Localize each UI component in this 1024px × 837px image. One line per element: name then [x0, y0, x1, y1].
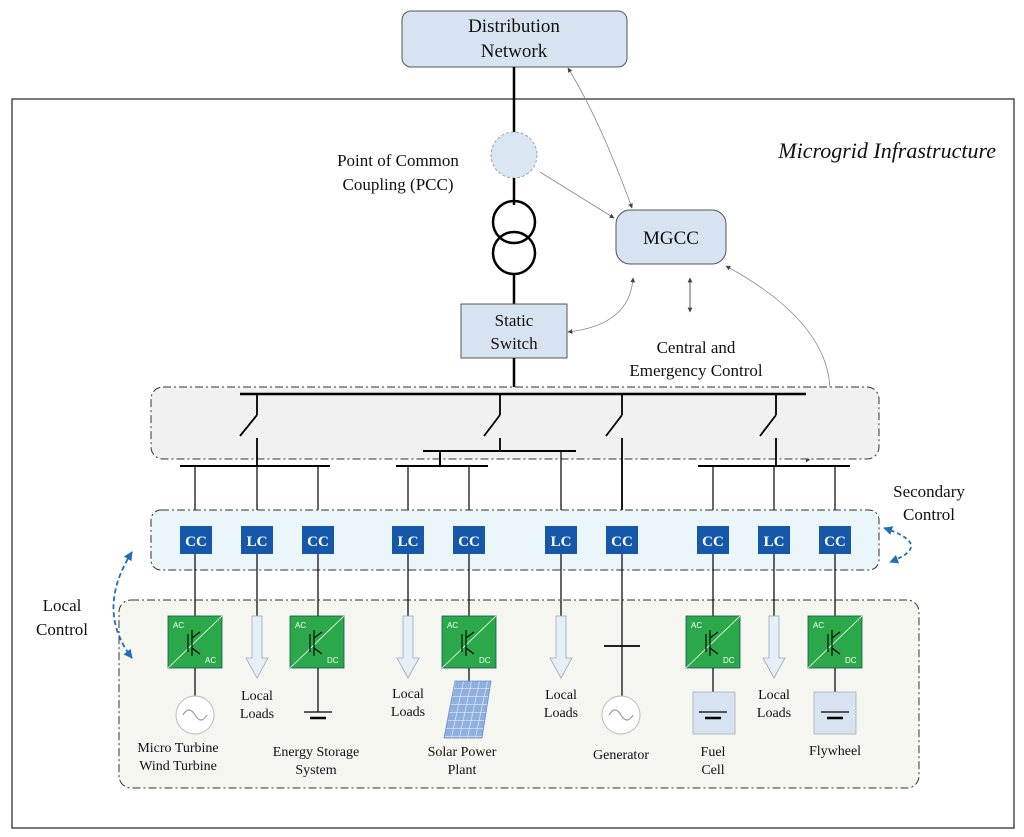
- mgcc-box: MGCC: [615, 209, 727, 265]
- svg-text:DC: DC: [479, 656, 491, 665]
- svg-text:LC: LC: [398, 534, 419, 550]
- svg-text:CC: CC: [702, 534, 724, 550]
- local-control-label-1: Local: [43, 596, 82, 615]
- energy-storage-label-2: System: [295, 763, 336, 778]
- controller-boxes: CC LC CC LC CC LC CC CC LC CC: [180, 526, 851, 554]
- local-loads-label: Loads: [391, 705, 425, 720]
- battery-icon: [304, 711, 332, 720]
- local-loads-label: Local: [392, 687, 424, 702]
- secondary-loop-arrow: [883, 526, 912, 564]
- svg-text:AC: AC: [813, 621, 824, 630]
- central-control-label-2: Emergency Control: [629, 361, 763, 380]
- controller-box: CC: [453, 526, 485, 554]
- local-loads-label: Local: [545, 688, 577, 703]
- solar-panel-icon: [443, 680, 492, 739]
- local-loads-label: Loads: [757, 706, 791, 721]
- energy-storage-label-1: Energy Storage: [273, 745, 359, 760]
- svg-text:DC: DC: [845, 656, 857, 665]
- local-loop-arrow: [112, 551, 133, 659]
- svg-text:AC: AC: [205, 656, 216, 665]
- controller-box: CC: [302, 526, 334, 554]
- micro-turbine-label-1: Micro Turbine: [137, 741, 218, 756]
- pcc-label-2: Coupling (PCC): [343, 175, 454, 194]
- solar-label-2: Plant: [448, 763, 477, 778]
- generator-icon: [601, 695, 641, 735]
- converter-icon: AC DC: [289, 615, 345, 669]
- controller-box: CC: [697, 526, 729, 554]
- local-loads-label: Local: [758, 688, 790, 703]
- local-control-label-2: Control: [36, 620, 88, 639]
- svg-text:DC: DC: [327, 656, 339, 665]
- distribution-network-box: Distribution Network: [401, 10, 628, 68]
- fuel-cell-label-2: Cell: [701, 763, 724, 778]
- svg-text:LC: LC: [764, 534, 785, 550]
- pcc-node: [490, 131, 538, 179]
- distribution-label-2: Network: [481, 41, 548, 62]
- fuel-cell-label-1: Fuel: [701, 745, 726, 760]
- transformer-icon: [491, 199, 537, 276]
- fuel-cell-icon: [699, 711, 727, 720]
- switch-band: [150, 386, 880, 460]
- distribution-label-1: Distribution: [468, 16, 560, 37]
- svg-text:LC: LC: [247, 534, 268, 550]
- controller-box: LC: [392, 526, 424, 554]
- svg-text:CC: CC: [611, 534, 633, 550]
- flywheel-label: Flywheel: [809, 744, 861, 759]
- static-switch-label-2: Switch: [490, 334, 538, 353]
- converter-icon: AC DC: [685, 615, 741, 669]
- svg-text:AC: AC: [691, 621, 702, 630]
- svg-text:CC: CC: [824, 534, 846, 550]
- converters: AC AC AC DC AC DC AC DC AC: [167, 615, 863, 669]
- secondary-control-label-1: Secondary: [893, 482, 965, 501]
- converter-icon: AC DC: [807, 615, 863, 669]
- converter-icon: AC DC: [441, 615, 497, 669]
- static-switch-box: Static Switch: [460, 303, 568, 359]
- svg-text:CC: CC: [307, 534, 329, 550]
- central-control-label-1: Central and: [657, 338, 736, 357]
- svg-text:CC: CC: [185, 534, 207, 550]
- converter-icon: AC AC: [167, 615, 223, 669]
- infrastructure-title: Microgrid Infrastructure: [777, 138, 996, 163]
- local-control-region: [118, 599, 920, 789]
- ac-source-icon: [175, 695, 215, 735]
- generator-label: Generator: [593, 748, 649, 763]
- solar-label-1: Solar Power: [428, 745, 497, 760]
- local-loads-label: Local: [241, 689, 273, 704]
- controller-box: LC: [758, 526, 790, 554]
- controller-box: LC: [545, 526, 577, 554]
- controller-box: CC: [819, 526, 851, 554]
- secondary-control-band: [150, 509, 880, 571]
- svg-text:CC: CC: [458, 534, 480, 550]
- local-loads-label: Loads: [240, 707, 274, 722]
- micro-turbine-label-2: Wind Turbine: [139, 759, 217, 774]
- controller-box: LC: [241, 526, 273, 554]
- svg-text:AC: AC: [173, 621, 184, 630]
- svg-text:AC: AC: [295, 621, 306, 630]
- static-switch-label-1: Static: [495, 311, 534, 330]
- mgcc-label: MGCC: [643, 228, 699, 249]
- controller-box: CC: [180, 526, 212, 554]
- svg-text:DC: DC: [723, 656, 735, 665]
- local-loads-label: Loads: [544, 706, 578, 721]
- pcc-label-1: Point of Common: [337, 151, 459, 170]
- secondary-control-label-2: Control: [903, 505, 955, 524]
- svg-text:AC: AC: [447, 621, 458, 630]
- flywheel-icon: [821, 711, 849, 720]
- svg-text:LC: LC: [551, 534, 572, 550]
- load-arrows: [245, 615, 786, 679]
- controller-box: CC: [606, 526, 638, 554]
